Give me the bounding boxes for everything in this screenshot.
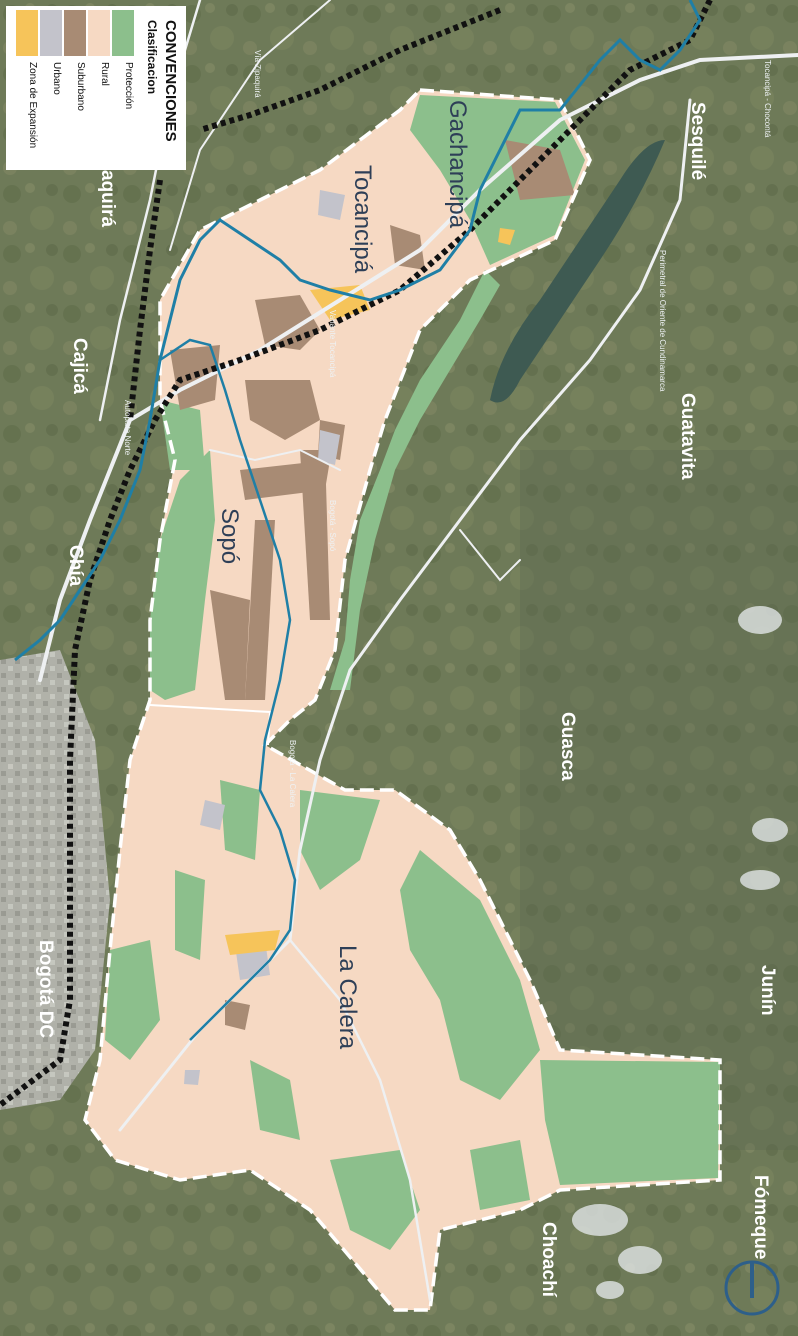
clouds [572,606,788,1299]
road-label-variante: Variante Tocancipá [328,310,337,378]
label-chia: Chía [65,545,86,587]
label-gachancipa: Gachancipá [444,100,471,229]
legend-swatch-suburbano [64,10,86,56]
label-guasca: Guasca [557,712,578,781]
road-label-bogota-calera: Bogotá - La Calera [288,740,297,808]
legend-label-expansion: Zona de Expansión [27,62,38,148]
study-area-boundary [83,88,722,1312]
railway-branch-west [127,179,163,421]
railway-line [0,0,713,1108]
legend-subtitle: Clasificacion [145,20,159,94]
legend-swatch-proteccion [112,10,134,56]
road-label-bogota-sopo: Bogotá - Sopó [328,500,337,552]
proteccion-zones [105,95,720,1250]
legend-label-rural: Rural [99,62,110,86]
north-arrow-icon [724,1260,780,1316]
label-fomeque: Fómeque [750,1175,771,1259]
mountain-shade [520,450,798,1150]
municipal-boundary-sopo-calera [149,704,272,746]
tomine-reservoir [490,140,665,403]
label-sesquile: Sesquilé [687,102,708,180]
legend-label-urbano: Urbano [51,62,62,95]
bogota-river [14,0,702,662]
road-label-perimetral: Perimetral de Oriente de Cundinamarca [658,250,667,392]
road-label-tocancipa-choconta: Tocancipá - Chocontá [763,60,772,138]
legend-swatch-expansion [16,10,38,56]
legend-swatch-urbano [40,10,62,56]
label-sopo: Sopó [216,508,243,564]
legend-swatch-rural [88,10,110,56]
label-zipaquira: aquirá [97,170,118,227]
bogota-urban-area [0,650,110,1110]
legend-label-proteccion: Protección [123,62,134,109]
legend-title: CONVENCIONES [162,20,179,142]
road-label-autopista: Autopista Norte [123,400,132,456]
teusaca-river [159,338,297,1041]
label-bogota: Bogotá DC [35,940,56,1038]
label-junin: Junín [757,965,778,1016]
railway-line-north [199,7,502,133]
label-tocancipa: Tocancipá [349,165,376,274]
legend: CONVENCIONES Clasificacion Protección Ru… [6,6,186,170]
label-choachi: Choachí [538,1222,559,1298]
road-label-zipaquira: Vía Zipaquirá [253,50,262,98]
label-cajica: Cajicá [69,338,90,394]
legend-label-suburbano: Suburbano [75,62,86,111]
suburbano-zones [170,140,575,1030]
label-guatavita: Guatavita [677,393,698,480]
label-la-calera: La Calera [334,945,361,1050]
